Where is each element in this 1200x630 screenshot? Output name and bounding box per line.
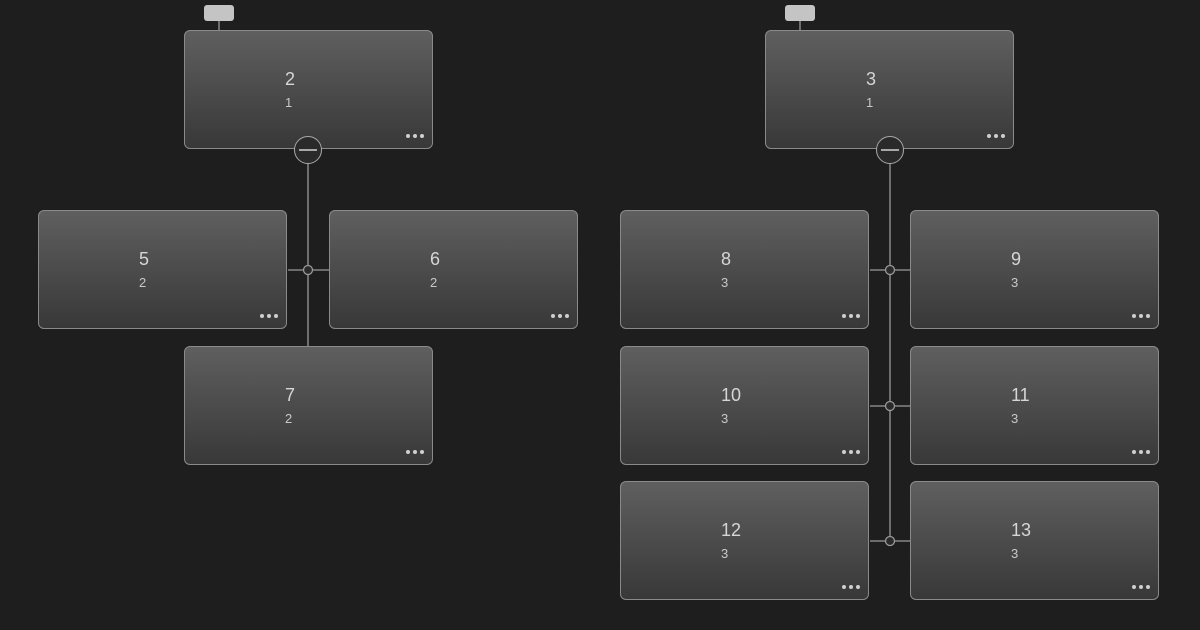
node-title: 9 [1011,249,1022,269]
node-subtitle: 3 [1011,411,1019,426]
more-options-icon[interactable] [1132,314,1150,318]
node-subtitle: 3 [721,411,729,426]
node-title: 7 [285,385,296,405]
node-title: 8 [721,249,732,269]
node-card[interactable]: 2 1 [184,30,433,149]
node-card[interactable]: 11 3 [910,346,1159,465]
more-options-icon[interactable] [551,314,569,318]
node-card[interactable]: 10 3 [620,346,869,465]
node-title: 3 [866,69,877,89]
node-title: 11 [1011,385,1030,405]
more-options-icon[interactable] [406,450,424,454]
node-card[interactable]: 5 2 [38,210,287,329]
node-card[interactable]: 12 3 [620,481,869,600]
more-options-icon[interactable] [406,134,424,138]
more-options-icon[interactable] [842,585,860,589]
node-card[interactable]: 6 2 [329,210,578,329]
node-card[interactable]: 7 2 [184,346,433,465]
more-options-icon[interactable] [842,450,860,454]
root-tag[interactable] [785,5,815,21]
collapse-toggle-icon[interactable] [294,136,322,164]
node-subtitle: 3 [721,546,729,561]
node-card[interactable]: 3 1 [765,30,1014,149]
more-options-icon[interactable] [1132,585,1150,589]
node-title: 2 [285,69,296,89]
node-title: 6 [430,249,441,269]
node-title: 12 [721,520,742,540]
node-subtitle: 3 [1011,546,1019,561]
node-card[interactable]: 13 3 [910,481,1159,600]
more-options-icon[interactable] [842,314,860,318]
collapse-toggle-icon[interactable] [876,136,904,164]
node-subtitle: 2 [139,275,147,290]
node-subtitle: 2 [285,411,293,426]
node-title: 13 [1011,520,1032,540]
node-subtitle: 3 [721,275,729,290]
node-subtitle: 2 [430,275,438,290]
node-subtitle: 1 [285,95,293,110]
more-options-icon[interactable] [260,314,278,318]
node-title: 5 [139,249,150,269]
node-subtitle: 1 [866,95,874,110]
root-tag[interactable] [204,5,234,21]
more-options-icon[interactable] [987,134,1005,138]
node-title: 10 [721,385,742,405]
more-options-icon[interactable] [1132,450,1150,454]
node-subtitle: 3 [1011,275,1019,290]
node-card[interactable]: 9 3 [910,210,1159,329]
node-card[interactable]: 8 3 [620,210,869,329]
